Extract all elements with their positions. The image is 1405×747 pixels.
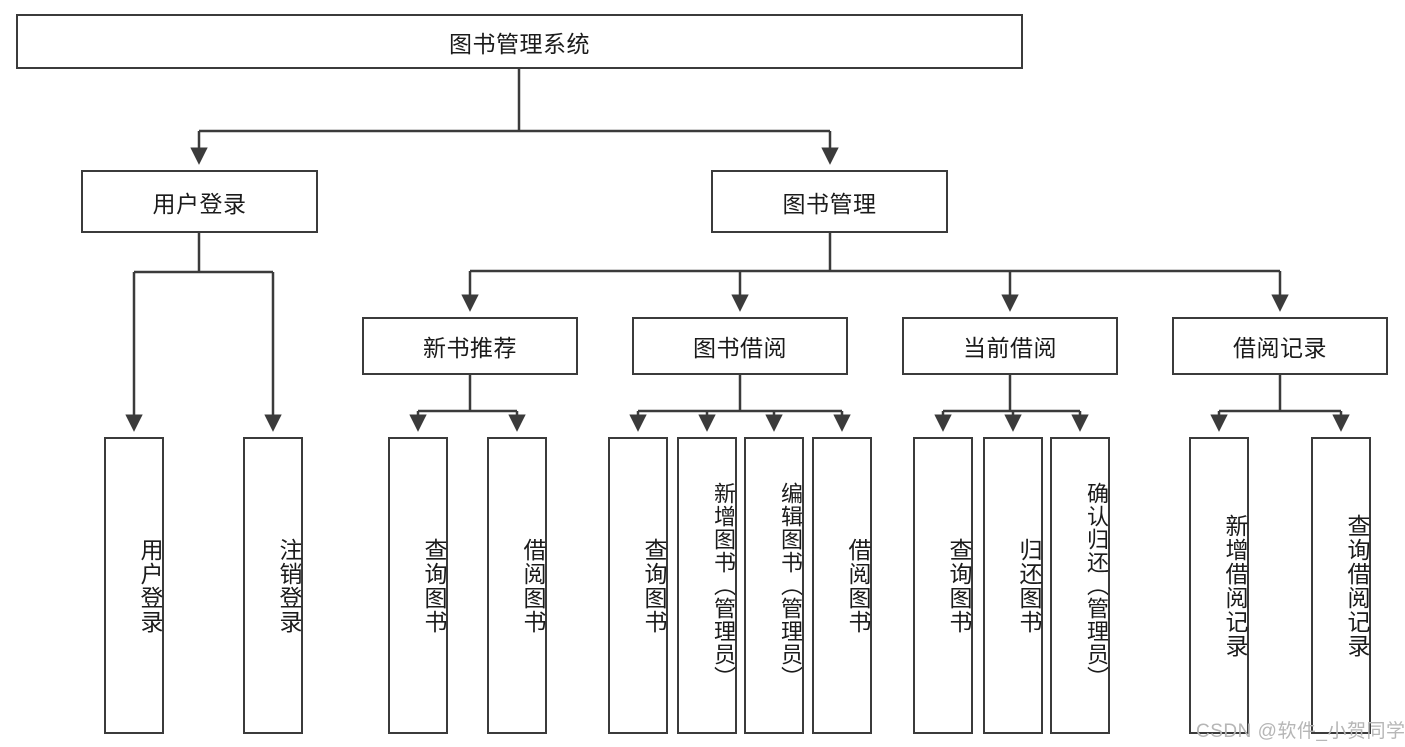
- node-leaf-confirm-return-admin[interactable]: 确认归还（管理员）: [1050, 437, 1110, 734]
- node-leaf-logout[interactable]: 注销登录: [243, 437, 303, 734]
- node-level3-current-borrow[interactable]: 当前借阅: [902, 317, 1118, 375]
- node-leaf-borrow-book-recommend[interactable]: 借阅图书: [487, 437, 547, 734]
- node-level3-borrow-record[interactable]: 借阅记录: [1172, 317, 1388, 375]
- node-leaf-return-book[interactable]: 归还图书: [983, 437, 1043, 734]
- watermark-text: CSDN @软件_小贺同学: [1196, 721, 1405, 742]
- node-leaf-add-book-admin[interactable]: 新增图书（管理员）: [677, 437, 737, 734]
- node-leaf-query-book-borrow[interactable]: 查询图书: [608, 437, 668, 734]
- node-leaf-query-book-recommend[interactable]: 查询图书: [388, 437, 448, 734]
- node-level3-new-book-recommend[interactable]: 新书推荐: [362, 317, 578, 375]
- node-level3-book-borrow[interactable]: 图书借阅: [632, 317, 848, 375]
- node-leaf-edit-book-admin[interactable]: 编辑图书（管理员）: [744, 437, 804, 734]
- node-leaf-add-borrow-record[interactable]: 新增借阅记录: [1189, 437, 1249, 734]
- node-leaf-query-borrow-record[interactable]: 查询借阅记录: [1311, 437, 1371, 734]
- node-leaf-query-book-current[interactable]: 查询图书: [913, 437, 973, 734]
- node-level2-book-management[interactable]: 图书管理: [711, 170, 948, 233]
- node-level2-user-login[interactable]: 用户登录: [81, 170, 318, 233]
- node-root[interactable]: 图书管理系统: [16, 14, 1023, 69]
- node-leaf-borrow-book[interactable]: 借阅图书: [812, 437, 872, 734]
- node-leaf-user-login[interactable]: 用户登录: [104, 437, 164, 734]
